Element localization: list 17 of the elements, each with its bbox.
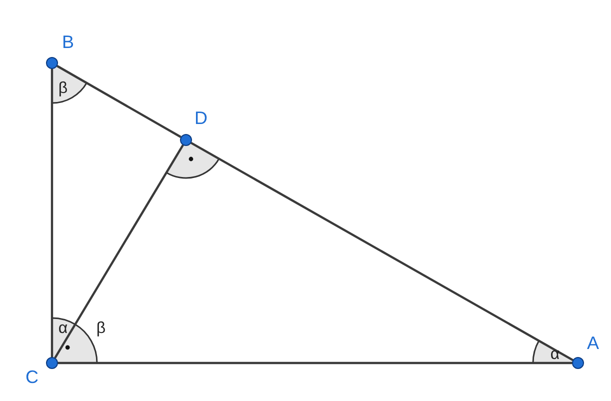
point-label: B (62, 33, 74, 51)
angle-label: β (58, 81, 68, 97)
angle-label: β (96, 321, 106, 337)
line-segment (58, 362, 572, 364)
point-label: D (194, 109, 208, 127)
line-segment (54, 144, 184, 358)
point-label: A (587, 334, 599, 352)
angle-label: α (550, 347, 560, 363)
line-segment (50, 69, 54, 357)
point-dot (46, 57, 58, 69)
point-label: C (26, 368, 38, 386)
point-dot (572, 357, 584, 369)
line-segment (56, 65, 182, 138)
angle-label: α (58, 321, 68, 337)
line-segment (190, 142, 574, 361)
point-dot (46, 357, 58, 369)
point-dot (180, 134, 192, 146)
